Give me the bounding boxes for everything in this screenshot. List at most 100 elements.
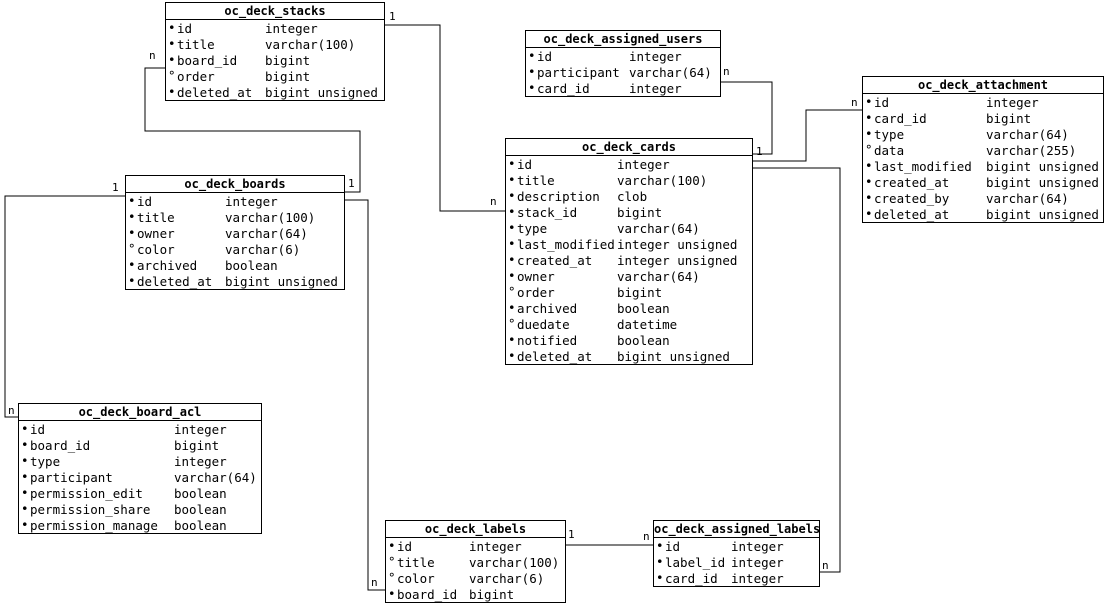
required-bullet-icon: • bbox=[388, 538, 396, 553]
cardinality-label: n bbox=[822, 559, 829, 572]
column-type: varchar(64) bbox=[617, 221, 700, 236]
column-name: id bbox=[397, 539, 413, 554]
table-title: oc_deck_assigned_users bbox=[526, 31, 720, 48]
column-name: id bbox=[137, 194, 153, 209]
required-bullet-icon: • bbox=[865, 206, 873, 221]
column-name: last_modified bbox=[874, 159, 972, 174]
column-type: bigint unsigned bbox=[265, 85, 378, 100]
column-name: title bbox=[137, 210, 175, 225]
column-type: integer bbox=[617, 157, 670, 172]
table-title: oc_deck_assigned_labels bbox=[654, 522, 819, 538]
column-name: card_id bbox=[537, 81, 590, 96]
column-name: archived bbox=[517, 301, 578, 316]
column-name: order bbox=[517, 285, 555, 300]
column-name: color bbox=[397, 571, 435, 586]
cardinality-label: n bbox=[723, 65, 730, 78]
column-text: title varchar(100) bbox=[517, 173, 707, 188]
cardinality-label: 1 bbox=[348, 177, 355, 190]
column-type: bigint unsigned bbox=[986, 175, 1099, 190]
column-name: owner bbox=[517, 269, 555, 284]
column-name: order bbox=[177, 69, 215, 84]
table-title: oc_deck_stacks bbox=[166, 3, 384, 20]
required-bullet-icon: • bbox=[168, 84, 176, 99]
column-name: board_id bbox=[30, 438, 91, 453]
required-bullet-icon: • bbox=[508, 156, 516, 171]
column-type: integer bbox=[174, 454, 227, 469]
required-bullet-icon: • bbox=[128, 209, 136, 224]
cardinality-label: n bbox=[8, 404, 15, 417]
required-bullet-icon: • bbox=[865, 158, 873, 173]
required-bullet-icon: • bbox=[528, 80, 536, 95]
column-name: duedate bbox=[517, 317, 570, 332]
table-title: oc_deck_attachment bbox=[863, 77, 1103, 94]
column-name: type bbox=[30, 454, 61, 469]
column-name: id bbox=[665, 539, 681, 554]
required-bullet-icon: • bbox=[508, 348, 516, 363]
cardinality-label: n bbox=[643, 530, 650, 543]
required-bullet-icon: • bbox=[656, 570, 664, 585]
column-name: permission_edit bbox=[30, 486, 143, 501]
required-bullet-icon: • bbox=[21, 453, 29, 468]
column-type: varchar(255) bbox=[986, 143, 1077, 158]
column-row: •type integer bbox=[19, 453, 261, 469]
required-bullet-icon: • bbox=[21, 421, 29, 436]
nullable-bullet-icon: ° bbox=[508, 316, 516, 331]
column-name: card_id bbox=[874, 111, 927, 126]
required-bullet-icon: • bbox=[388, 586, 396, 601]
cardinality-label: 1 bbox=[112, 181, 119, 194]
required-bullet-icon: • bbox=[508, 252, 516, 267]
column-type: varchar(100) bbox=[617, 173, 708, 188]
column-type: integer bbox=[629, 49, 682, 64]
column-type: boolean bbox=[174, 502, 227, 517]
column-name: deleted_at bbox=[177, 85, 253, 100]
relationship-line-oc_deck_boards-to-oc_deck_board_acl bbox=[4, 195, 125, 418]
column-name: participant bbox=[537, 65, 620, 80]
column-name: id bbox=[30, 422, 46, 437]
column-name: title bbox=[517, 173, 555, 188]
column-type: boolean bbox=[174, 518, 227, 533]
column-name: description bbox=[517, 189, 600, 204]
required-bullet-icon: • bbox=[656, 554, 664, 569]
column-type: bigint bbox=[617, 285, 663, 300]
column-type: integer bbox=[731, 539, 784, 554]
required-bullet-icon: • bbox=[128, 257, 136, 272]
column-text: order bigint bbox=[517, 285, 662, 300]
column-name: archived bbox=[137, 258, 198, 273]
column-name: color bbox=[137, 242, 175, 257]
